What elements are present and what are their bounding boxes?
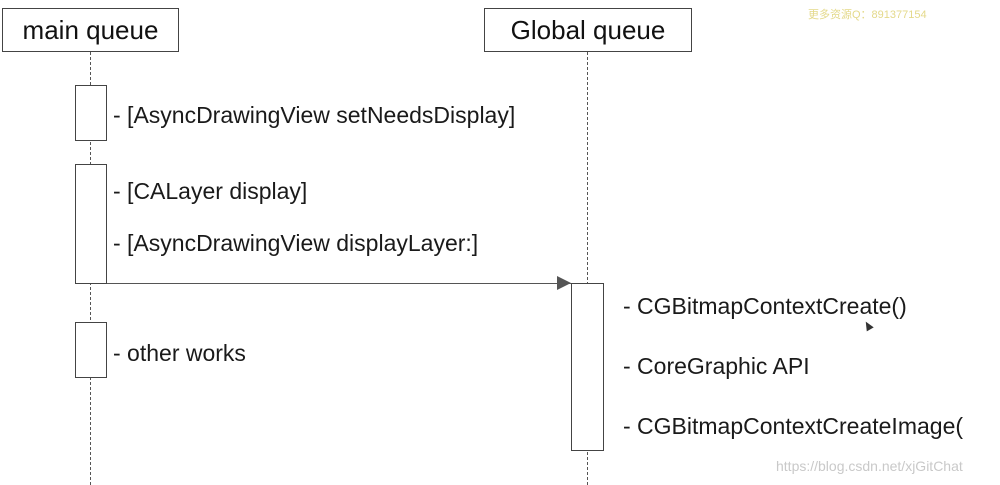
main-activation-other-works <box>75 322 107 378</box>
main-queue-title: main queue <box>22 14 159 45</box>
main-queue-header: main queue <box>2 8 179 52</box>
mouse-cursor-icon <box>862 319 874 332</box>
global-queue-header: Global queue <box>484 8 692 52</box>
global-queue-title: Global queue <box>510 14 666 45</box>
label-coregraphic-api: - CoreGraphic API <box>623 353 810 379</box>
main-activation-set-needs-display <box>75 85 107 141</box>
watermark-bottom: https://blog.csdn.net/xjGitChat <box>776 458 963 474</box>
label-calayer-display: - [CALayer display] <box>113 178 308 204</box>
label-display-layer: - [AsyncDrawingView displayLayer:] <box>113 230 479 256</box>
label-set-needs-display: - [AsyncDrawingView setNeedsDisplay] <box>113 102 516 128</box>
main-activation-display <box>75 164 107 284</box>
watermark-top: 更多资源Q：891377154 <box>808 9 927 21</box>
global-queue-lifeline <box>587 52 588 485</box>
label-other-works: - other works <box>113 340 246 366</box>
arrowhead-icon <box>557 276 571 290</box>
label-bitmap-context-create-image: - CGBitmapContextCreateImage( <box>623 413 964 439</box>
label-bitmap-context-create: - CGBitmapContextCreate() <box>623 293 907 319</box>
async-dispatch-arrow <box>107 283 571 284</box>
global-activation-drawing <box>571 283 604 451</box>
